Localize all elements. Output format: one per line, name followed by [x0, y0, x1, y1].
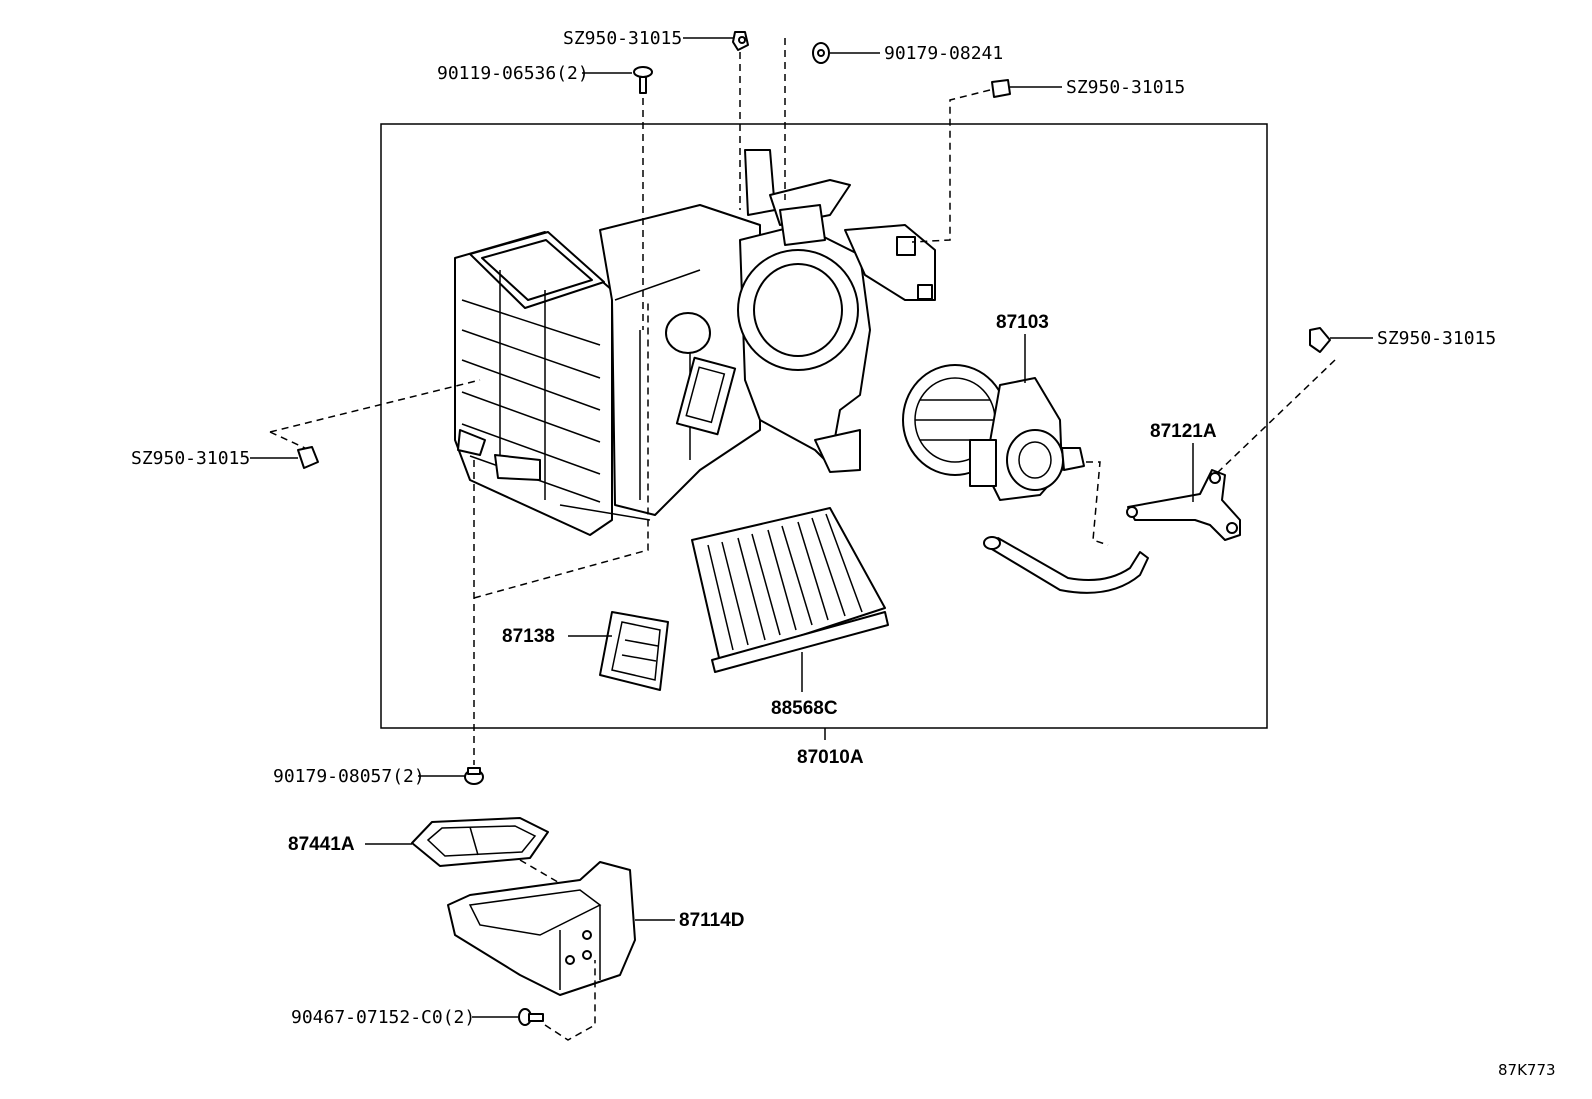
nut-icon: [464, 767, 484, 785]
label-87138: 87138: [502, 626, 555, 647]
drain-hose: [983, 536, 1149, 594]
dash-hose: [1086, 461, 1109, 546]
blower-motor: [902, 364, 1085, 501]
bracket-87121A: [1126, 469, 1241, 541]
label-88568C: 88568C: [771, 698, 838, 719]
dash-sz950-far-right: [1214, 359, 1336, 476]
clip-icon: [297, 446, 319, 469]
label-87103: 87103: [996, 312, 1049, 333]
dash-sz950-left-b: [269, 431, 306, 449]
duct-ring-87441A: [411, 817, 549, 867]
dash-connector: [473, 300, 649, 599]
bolt-icon: [633, 66, 653, 94]
assembly-frame: [380, 123, 1268, 729]
dash-sz950-right-top: [911, 89, 991, 243]
nut-icon: [812, 42, 830, 64]
resistor-87138: [599, 611, 669, 691]
label-87121A: 87121A: [1150, 421, 1217, 442]
clip-icon: [991, 79, 1011, 98]
bolt-icon: [518, 1008, 544, 1026]
diagram-code: 87K773: [1498, 1061, 1556, 1079]
label-sz950-far-right: SZ950-31015: [1377, 328, 1496, 349]
blower-housing: [454, 149, 936, 536]
dash-sz950-left: [269, 379, 481, 433]
filter-88568C: [691, 507, 889, 673]
duct-87114D: [447, 861, 636, 996]
label-90179-08057: 90179-08057(2): [273, 766, 425, 787]
dash-90467: [544, 960, 596, 1041]
label-87114D: 87114D: [679, 910, 745, 931]
clip-icon: [1309, 327, 1331, 353]
filter-pleats: [707, 513, 863, 651]
clip-icon: [732, 31, 749, 51]
label-sz950-left: SZ950-31015: [131, 448, 250, 469]
label-sz950-right-top: SZ950-31015: [1066, 77, 1185, 98]
label-87010A: 87010A: [797, 747, 864, 768]
label-sz950-top: SZ950-31015: [563, 28, 682, 49]
label-90179-08241: 90179-08241: [884, 43, 1003, 64]
label-90119: 90119-06536(2): [437, 63, 589, 84]
label-87441A: 87441A: [288, 834, 355, 855]
label-90467: 90467-07152-C0(2): [291, 1007, 475, 1028]
